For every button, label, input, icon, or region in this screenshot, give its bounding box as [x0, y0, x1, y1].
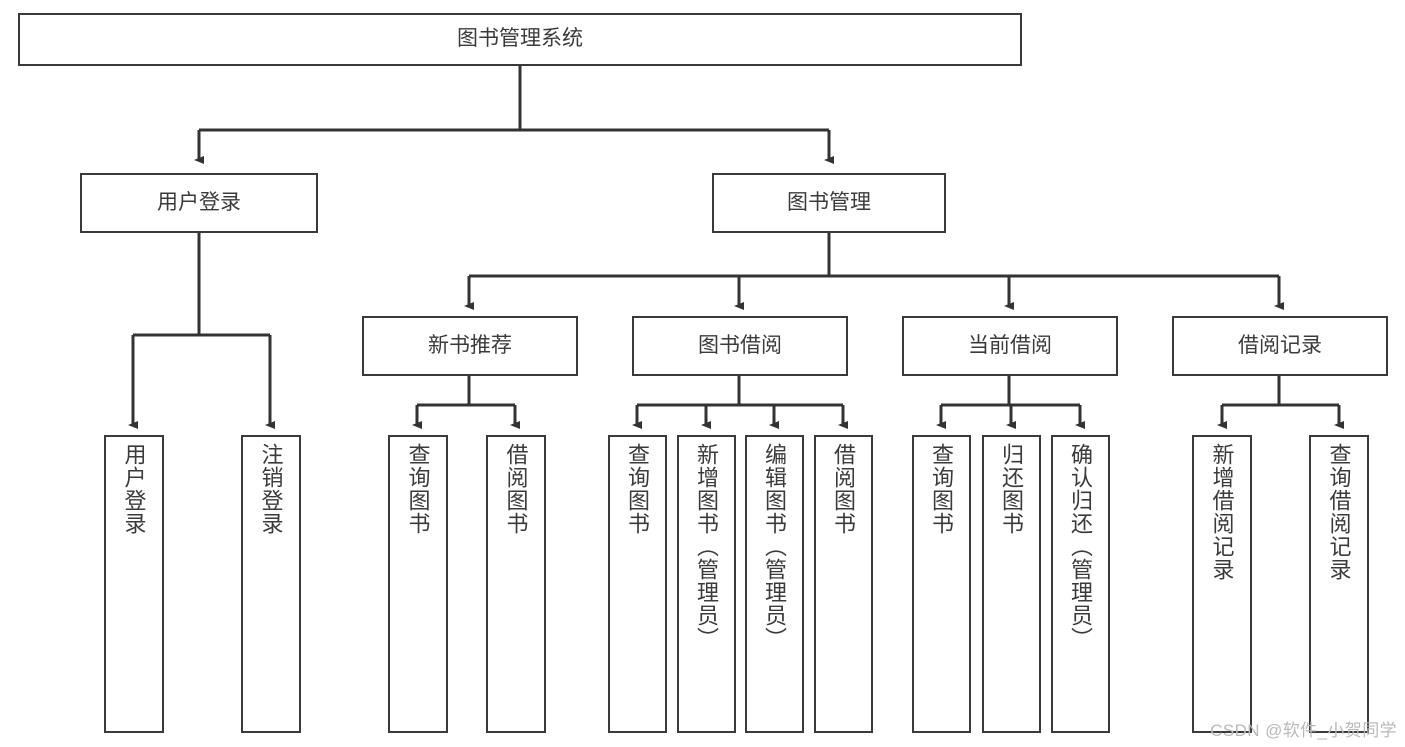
node-user-login-label: 用户登录	[157, 190, 241, 214]
node-leaf-label: 归还图书	[999, 443, 1025, 535]
node-leaf-borrow-borrow-book[interactable]: 借阅图书	[814, 435, 873, 733]
node-leaf-label: 查询图书	[405, 443, 431, 535]
node-leaf-recommend-borrow-book[interactable]: 借阅图书	[486, 435, 546, 733]
node-leaf-current-confirm-return[interactable]: 确认归还（管理员）	[1051, 435, 1110, 733]
node-new-book-recommend-label: 新书推荐	[428, 333, 512, 357]
node-book-management[interactable]: 图书管理	[712, 173, 946, 233]
node-leaf-recommend-query-book[interactable]: 查询图书	[388, 435, 448, 733]
node-book-borrow-label: 图书借阅	[698, 333, 782, 357]
node-leaf-label: 编辑图书（管理员）	[762, 443, 788, 650]
node-leaf-label: 用户登录	[121, 443, 147, 535]
node-leaf-user-login-login[interactable]: 用户登录	[104, 435, 164, 733]
node-leaf-label: 新增图书（管理员）	[694, 443, 720, 650]
node-leaf-label: 注销登录	[258, 443, 284, 535]
node-leaf-label: 确认归还（管理员）	[1068, 443, 1094, 650]
node-borrow-record[interactable]: 借阅记录	[1172, 316, 1388, 376]
node-leaf-borrow-edit-book[interactable]: 编辑图书（管理员）	[745, 435, 804, 733]
node-leaf-borrow-query-book[interactable]: 查询图书	[608, 435, 667, 733]
node-borrow-record-label: 借阅记录	[1238, 333, 1322, 357]
node-leaf-borrow-add-book[interactable]: 新增图书（管理员）	[677, 435, 736, 733]
node-leaf-label: 查询借阅记录	[1326, 443, 1352, 581]
node-leaf-label: 借阅图书	[831, 443, 857, 535]
node-leaf-label: 查询图书	[625, 443, 651, 535]
node-root-label: 图书管理系统	[457, 27, 583, 51]
node-leaf-user-login-logout[interactable]: 注销登录	[241, 435, 301, 733]
node-leaf-label: 借阅图书	[503, 443, 529, 535]
node-book-management-label: 图书管理	[787, 190, 871, 214]
watermark-text: CSDN @软件_小贺同学	[1210, 721, 1397, 740]
node-leaf-record-query-record[interactable]: 查询借阅记录	[1309, 435, 1369, 733]
node-leaf-current-return-book[interactable]: 归还图书	[982, 435, 1041, 733]
node-user-login[interactable]: 用户登录	[80, 173, 318, 233]
node-book-borrow[interactable]: 图书借阅	[632, 316, 848, 376]
node-leaf-current-query-book[interactable]: 查询图书	[912, 435, 971, 733]
node-new-book-recommend[interactable]: 新书推荐	[362, 316, 578, 376]
node-current-borrow-label: 当前借阅	[968, 333, 1052, 357]
node-leaf-label: 查询图书	[929, 443, 955, 535]
node-current-borrow[interactable]: 当前借阅	[902, 316, 1118, 376]
node-leaf-record-add-record[interactable]: 新增借阅记录	[1192, 435, 1252, 733]
node-root[interactable]: 图书管理系统	[18, 13, 1022, 66]
node-leaf-label: 新增借阅记录	[1209, 443, 1235, 581]
